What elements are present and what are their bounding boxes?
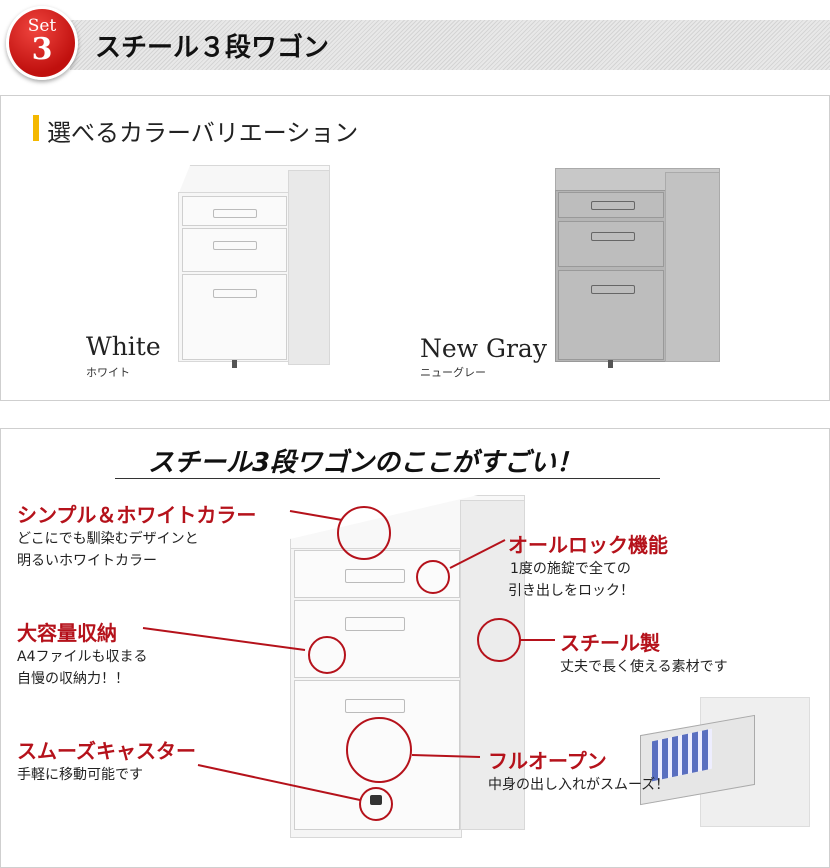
feature-desc: 中身の出し入れがスムーズ！ bbox=[488, 777, 670, 793]
variation-name-gray: New Gray bbox=[420, 334, 547, 363]
feature-desc: 手軽に移動可能です bbox=[17, 767, 143, 783]
badge-set-label: Set bbox=[27, 16, 57, 36]
color-variation-heading: 選べるカラーバリエーション bbox=[47, 119, 359, 147]
heading-underline bbox=[115, 478, 660, 479]
feature-steel: スチール製 丈夫で長く使える素材です bbox=[560, 627, 728, 678]
variation-name-white: White bbox=[86, 332, 161, 361]
feature-desc: 1度の施錠で全ての bbox=[510, 561, 631, 577]
feature-smooth-caster: スムーズキャスター 手軽に移動可能です bbox=[17, 735, 196, 786]
variation-name-gray-ja: ニューグレー bbox=[420, 366, 486, 379]
heading-accent-bar bbox=[33, 115, 39, 141]
feature-title: 大容量収納 bbox=[17, 621, 117, 645]
page-title: スチール３段ワゴン bbox=[95, 33, 330, 63]
feature-title: スムーズキャスター bbox=[17, 739, 196, 763]
feature-desc: 引き出しをロック！ bbox=[508, 583, 634, 599]
feature-desc: 明るいホワイトカラー bbox=[17, 553, 157, 569]
badge-number: 3 bbox=[31, 32, 53, 67]
variation-name-white-ja: ホワイト bbox=[86, 366, 130, 379]
features-heading: スチール3段ワゴンのここがすごい！ bbox=[147, 448, 583, 478]
feature-desc: 自慢の収納力！！ bbox=[17, 671, 129, 687]
feature-desc: どこにでも馴染むデザインと bbox=[17, 531, 199, 547]
feature-title: フルオープン bbox=[488, 749, 607, 773]
feature-desc: 丈夫で長く使える素材です bbox=[560, 659, 728, 675]
feature-large-capacity: 大容量収納 A4ファイルも収まる 自慢の収納力！！ bbox=[17, 617, 147, 690]
feature-title: シンプル＆ホワイトカラー bbox=[17, 503, 257, 527]
feature-title: スチール製 bbox=[560, 631, 660, 655]
header-bar bbox=[70, 20, 830, 70]
feature-all-lock: オールロック機能 1度の施錠で全ての 引き出しをロック！ bbox=[508, 529, 668, 602]
set-badge: Set 3 bbox=[6, 6, 78, 80]
feature-desc: A4ファイルも収まる bbox=[17, 649, 148, 665]
feature-simple-white: シンプル＆ホワイトカラー どこにでも馴染むデザインと 明るいホワイトカラー bbox=[17, 499, 256, 572]
feature-full-open: フルオープン 中身の出し入れがスムーズ！ bbox=[488, 745, 669, 796]
feature-title: オールロック機能 bbox=[508, 533, 668, 557]
